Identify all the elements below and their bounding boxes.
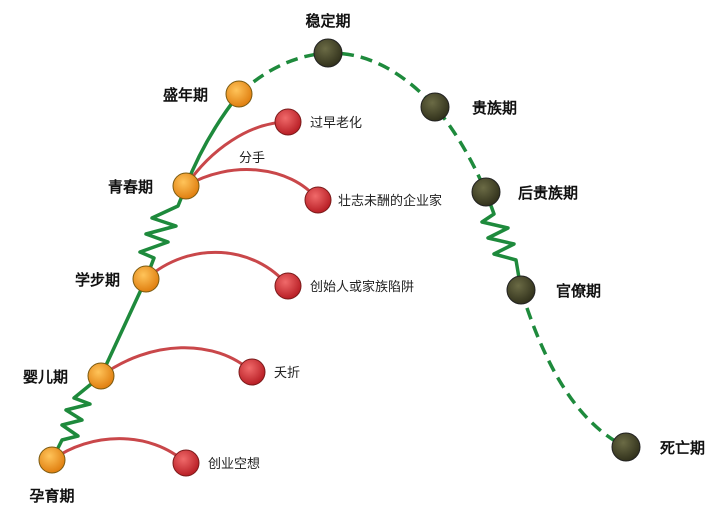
trap-node-t3[interactable] xyxy=(274,272,302,300)
stage-label-s10: 死亡期 xyxy=(660,439,705,457)
trap-curve-founders-dream xyxy=(50,437,188,465)
node-s4[interactable] xyxy=(172,172,200,200)
node-s10[interactable] xyxy=(611,432,641,462)
trap-node-t4[interactable] xyxy=(304,186,332,214)
trap-node-t2[interactable] xyxy=(238,358,266,386)
trap-label-t5: 过早老化 xyxy=(310,116,362,131)
trap-curve-founder-trap xyxy=(144,250,290,288)
trap-label-t1: 创业空想 xyxy=(208,456,260,472)
node-s5[interactable] xyxy=(225,80,253,108)
stage-label-s3: 学步期 xyxy=(75,271,120,289)
trap-label-t2: 夭折 xyxy=(274,366,300,381)
node-s7[interactable] xyxy=(420,92,450,122)
stage-label-s4: 青春期 xyxy=(108,178,153,196)
stage-label-s8: 后贵族期 xyxy=(518,184,578,202)
node-s9[interactable] xyxy=(506,275,536,305)
node-s2[interactable] xyxy=(87,362,115,390)
trap-curve-unfulfilled xyxy=(184,168,320,202)
stage-label-s7: 贵族期 xyxy=(472,99,517,117)
node-s6[interactable] xyxy=(313,38,343,68)
stage-label-s9: 官僚期 xyxy=(556,282,601,300)
trap-label-t3: 创始人或家族陷阱 xyxy=(310,279,414,295)
trap-node-t5[interactable] xyxy=(274,108,302,136)
stage-label-s6: 稳定期 xyxy=(305,12,350,30)
stage-label-s1: 孕育期 xyxy=(29,487,74,505)
trap-label-split: 分手 xyxy=(239,151,265,166)
trap-curve-infant-mortality xyxy=(99,346,254,378)
decline-nodes xyxy=(313,38,641,462)
decline-zigzag xyxy=(480,191,523,291)
growth-nodes xyxy=(38,80,253,474)
stage-label-s5: 盛年期 xyxy=(163,86,208,104)
node-s3[interactable] xyxy=(132,265,160,293)
stage-label-s2: 婴儿期 xyxy=(23,368,68,386)
trap-label-t4: 壮志未酬的企业家 xyxy=(338,193,442,209)
trap-nodes xyxy=(172,108,332,477)
node-s8[interactable] xyxy=(471,177,501,207)
trap-node-t1[interactable] xyxy=(172,449,200,477)
node-s1[interactable] xyxy=(38,446,66,474)
decline-line xyxy=(237,51,627,449)
trap-curves xyxy=(50,120,320,465)
